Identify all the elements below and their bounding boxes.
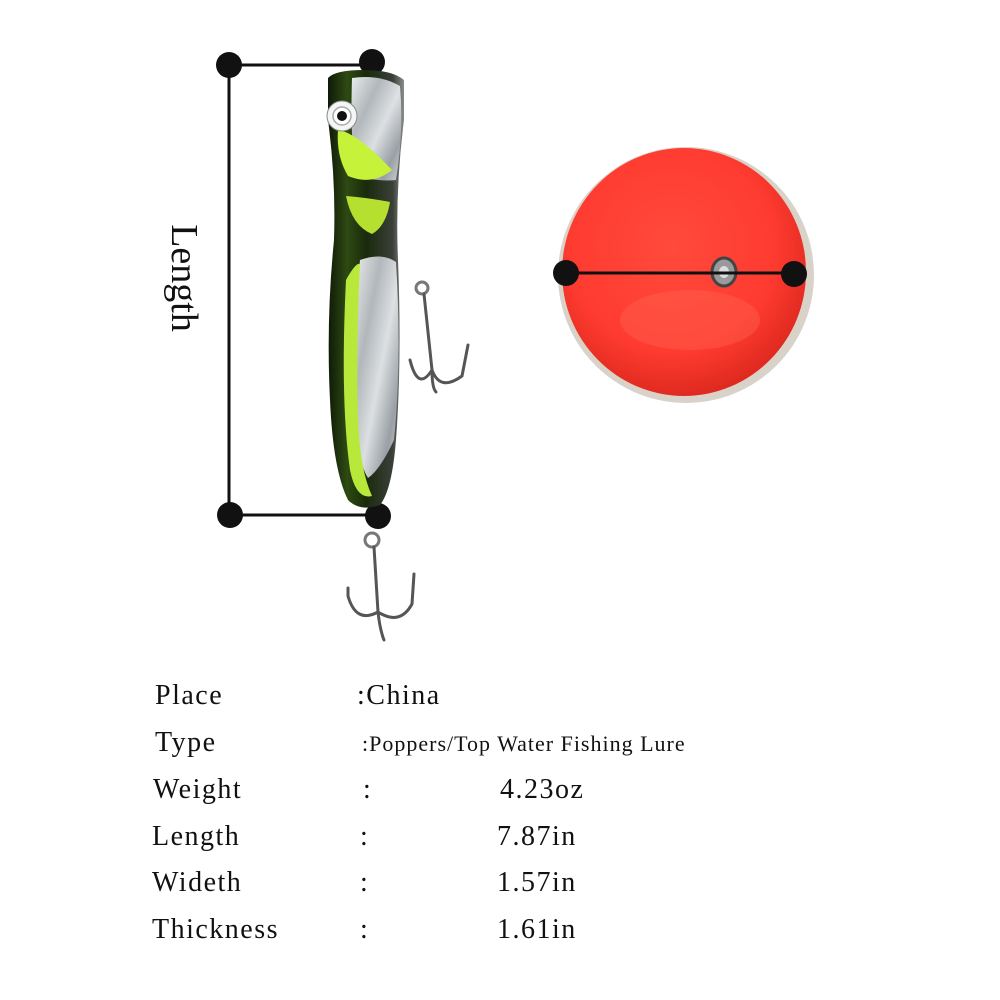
- spec-place-value: :China: [357, 680, 441, 711]
- spec-type-value: :Poppers/Top Water Fishing Lure: [362, 731, 686, 756]
- lure-eye-icon: [326, 100, 358, 132]
- spec-width-value: 1.57in: [497, 867, 577, 898]
- popper-face-image: [553, 147, 814, 403]
- dimension-dot-left: [553, 260, 579, 286]
- spec-weight-label: Weight: [153, 774, 243, 805]
- dimension-dot-bottom-left: [217, 502, 243, 528]
- spec-type-label: Type: [155, 727, 217, 758]
- spec-length-label: Length: [152, 821, 241, 852]
- dimension-dot-top-left: [216, 52, 242, 78]
- width-dimension: [553, 260, 807, 287]
- length-axis-label: Length: [163, 224, 205, 332]
- treble-hook-icon: [408, 280, 470, 394]
- spec-width-label: Wideth: [152, 867, 243, 898]
- fishing-lure-side-image: [326, 70, 470, 642]
- spec-weight-value: 4.23oz: [500, 774, 585, 805]
- spec-width-colon: :: [360, 867, 370, 898]
- spec-place-label: Place: [155, 680, 224, 711]
- dimension-dot-bottom-right: [365, 503, 391, 529]
- spec-thickness-label: Thickness: [152, 914, 280, 945]
- spec-length-colon: :: [360, 821, 370, 852]
- spec-thickness-colon: :: [360, 914, 370, 945]
- spec-weight-colon: :: [363, 774, 373, 805]
- spec-thickness-value: 1.61in: [497, 914, 577, 945]
- dimension-dot-right: [781, 261, 807, 287]
- treble-hook-icon: [346, 531, 416, 642]
- length-dimension: Length: [163, 49, 391, 529]
- product-figure: Length: [163, 49, 814, 642]
- spec-length-value: 7.87in: [497, 821, 577, 852]
- dimension-dot-top-right: [359, 49, 385, 75]
